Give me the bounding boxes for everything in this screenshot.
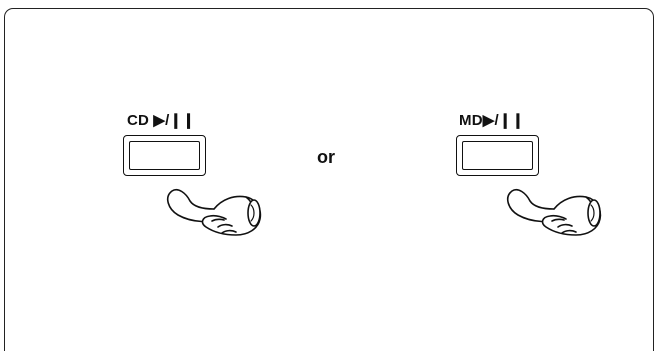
cd-play-pause-button[interactable] — [123, 135, 206, 176]
md-button-face — [462, 141, 533, 170]
or-separator: or — [317, 147, 335, 167]
instruction-panel — [4, 8, 654, 351]
md-play-pause-label: MD▶/❙❙ — [459, 112, 525, 129]
cd-button-face — [129, 141, 200, 170]
pointing-hand-icon — [166, 188, 262, 236]
pointing-hand-icon — [506, 188, 602, 236]
cd-play-pause-label: CD ▶/❙❙ — [127, 112, 196, 129]
md-play-pause-button[interactable] — [456, 135, 539, 176]
